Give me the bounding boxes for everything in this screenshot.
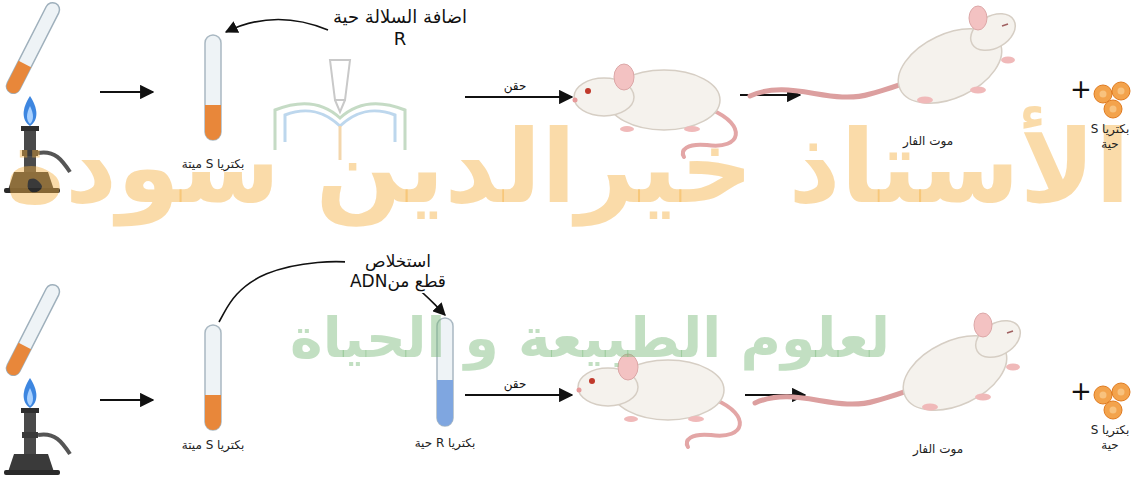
test-tube: بكتريا S ميتة bbox=[174, 35, 252, 172]
plus-sign: + bbox=[1066, 74, 1096, 105]
node-label: موت الفار bbox=[866, 134, 990, 149]
arrow-label: حقن bbox=[490, 377, 540, 391]
arrow-label: حقن bbox=[490, 79, 540, 93]
plus-sign: + bbox=[1066, 376, 1096, 407]
node-label: بكتريا S حية bbox=[1083, 423, 1137, 453]
watermark: الأستاذ خيرالدين سودة bbox=[5, 112, 1130, 223]
node-label: بكتريا R حية bbox=[406, 436, 484, 451]
test-tube: بكتريا R حية bbox=[406, 318, 484, 451]
edge-label: استخلاص قطع منADN bbox=[345, 250, 451, 293]
annotation: اضافة السلالة حية R bbox=[325, 6, 475, 49]
node-label: بكتريا S حية bbox=[1083, 122, 1137, 152]
watermark: لعلوم الطبيعة و الحياة bbox=[290, 308, 890, 369]
dead-mouse: موت الفار bbox=[876, 318, 1000, 457]
node-label: بكتريا S ميتة bbox=[174, 157, 252, 172]
node-label: بكتريا S ميتة bbox=[174, 438, 252, 453]
node-label: موت الفار bbox=[876, 442, 1000, 457]
dead-mouse: موت الفار bbox=[866, 10, 990, 149]
test-tube: بكتريا S ميتة bbox=[174, 325, 252, 453]
